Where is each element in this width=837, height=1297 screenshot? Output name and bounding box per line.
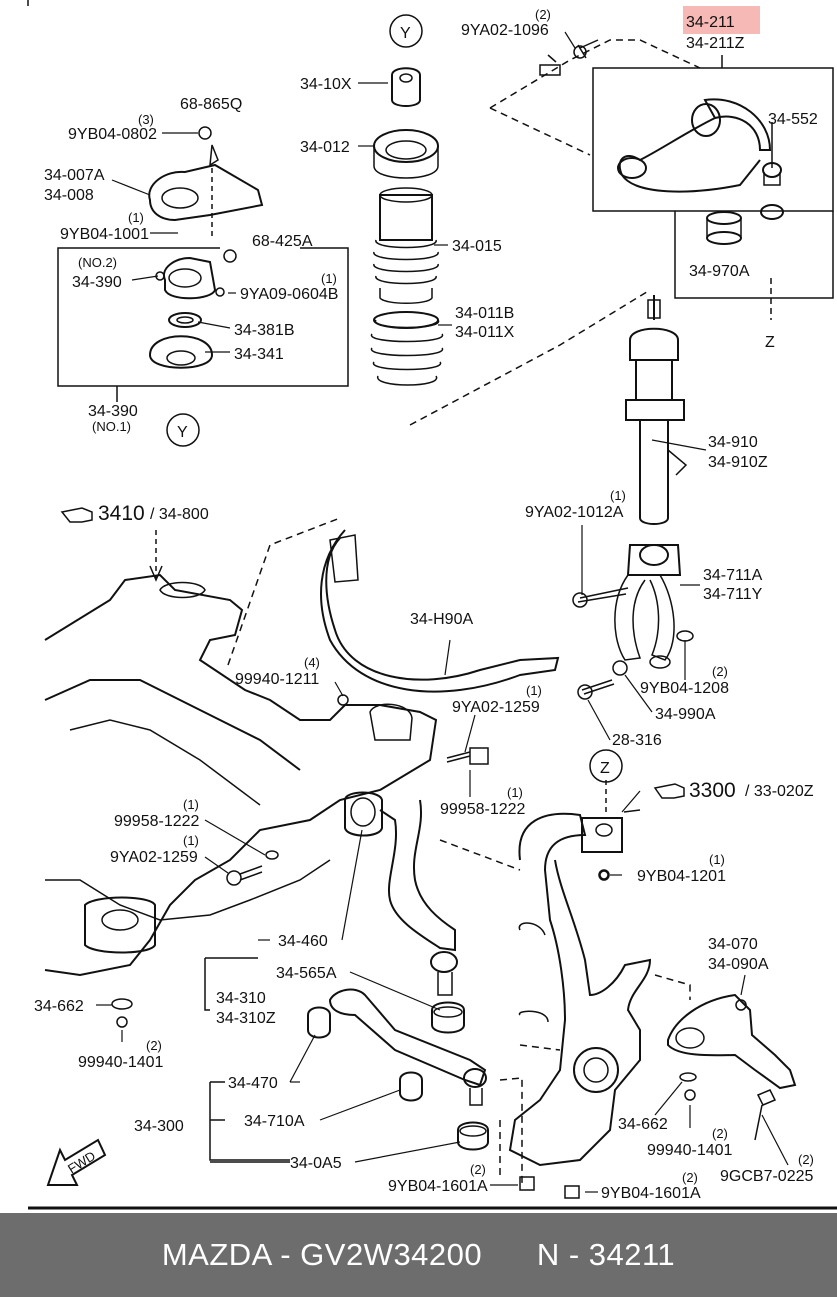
ref-33-020z: / 33-020Z	[745, 783, 814, 800]
callout-z-right: Z	[765, 334, 775, 351]
label-34-390-no2: 34-390	[72, 274, 122, 291]
label-99958-1222-right: 99958-1222	[440, 801, 526, 818]
label-34-341: 34-341	[234, 346, 284, 363]
label-99940-1401-right: 99940-1401	[647, 1142, 733, 1159]
label-28-316: 28-316	[612, 732, 662, 749]
label-34-310: 34-310	[216, 990, 266, 1007]
qty-9gcb7-0225: (2)	[798, 1152, 814, 1167]
parts-diagram: 34-211 34-211Z 34-552 34-970A (2) 9YA02-…	[27, 0, 837, 1210]
label-9yb04-1208: 9YB04-1208	[640, 680, 729, 697]
label-34-470: 34-470	[228, 1075, 278, 1092]
qty-9ya02-1259-lower: (1)	[183, 833, 199, 848]
qty-99958-1222-left: (1)	[183, 797, 199, 812]
label-9yb04-1201: 9YB04-1201	[637, 868, 726, 885]
label-34-015: 34-015	[452, 238, 502, 255]
qty-9yb04-1001: (1)	[128, 210, 144, 225]
qty-9ya02-1259-upper: (1)	[526, 683, 542, 698]
label-34-011b: 34-011B	[455, 305, 514, 322]
qty-9ya02-1012a: (1)	[610, 488, 626, 503]
label-68-865q: 68-865Q	[180, 96, 242, 113]
qty-99940-1401-right: (2)	[712, 1126, 728, 1141]
label-34-711y: 34-711Y	[703, 586, 763, 603]
label-9ya02-1012a: 9YA02-1012A	[525, 504, 624, 521]
label-34-012: 34-012	[300, 139, 350, 156]
fwd-arrow-label: FWD	[65, 1148, 98, 1176]
qty-9yb04-1208: (2)	[712, 664, 728, 679]
qty-9yb04-1201: (1)	[709, 852, 725, 867]
footer-bar: MAZDA - GV2W34200 N - 34211	[0, 1213, 837, 1297]
label-34-h90a: 34-H90A	[410, 611, 473, 628]
highlight-box	[683, 6, 760, 34]
label-34-10x: 34-10X	[300, 76, 352, 93]
qty-99940-1211: (4)	[304, 655, 320, 670]
label-9ya02-1259-lower: 9YA02-1259	[110, 849, 198, 866]
label-9yb04-1001: 9YB04-1001	[60, 226, 149, 243]
label-34-090a: 34-090A	[708, 956, 769, 973]
callout-y-top: Y	[400, 25, 411, 42]
label-34-011x: 34-011X	[455, 324, 515, 341]
label-68-425a: 68-425A	[252, 233, 313, 250]
qty-9ya02-1096: (2)	[535, 7, 551, 22]
label-9ya09-0604b: 9YA09-0604B	[240, 286, 338, 303]
pointing-hand-icon	[60, 507, 685, 799]
callout-z-mid: Z	[600, 760, 610, 777]
label-34-710a: 34-710A	[244, 1113, 305, 1130]
qty-9yb04-1601a-right: (2)	[682, 1170, 698, 1185]
label-34-460: 34-460	[278, 933, 328, 950]
qty-99958-1222-right: (1)	[507, 785, 523, 800]
label-34-990a: 34-990A	[655, 706, 716, 723]
label-9yb04-1601a-right: 9YB04-1601A	[601, 1185, 701, 1202]
label-34-381b: 34-381B	[234, 322, 295, 339]
qty-99940-1401-left: (2)	[146, 1038, 162, 1053]
label-99940-1401-left: 99940-1401	[78, 1054, 164, 1071]
label-34-310z: 34-310Z	[216, 1010, 276, 1027]
label-34-552: 34-552	[768, 111, 818, 128]
label-9yb04-1601a-left: 9YB04-1601A	[388, 1178, 488, 1195]
part-reference: MAZDA - GV2W34200 N - 34211	[161, 1237, 676, 1272]
label-34-910: 34-910	[708, 434, 758, 451]
qty-9yb04-1601a-left: (2)	[470, 1162, 486, 1177]
label-34-007a: 34-007A	[44, 167, 105, 184]
label-9ya02-1259-upper: 9YA02-1259	[452, 699, 540, 716]
label-34-300: 34-300	[134, 1118, 184, 1135]
ref-3410: 3410	[98, 502, 145, 525]
label-34-662-left: 34-662	[34, 998, 84, 1015]
label-34-008: 34-008	[44, 187, 94, 204]
ref-34-800: / 34-800	[150, 506, 209, 523]
label-no2: (NO.2)	[78, 255, 117, 270]
label-99958-1222-left: 99958-1222	[114, 813, 200, 830]
label-34-565a: 34-565A	[276, 965, 337, 982]
qty-9ya09-0604b: (1)	[321, 271, 337, 286]
label-9yb04-0802: 9YB04-0802	[68, 126, 157, 143]
ref-3300: 3300	[689, 779, 736, 802]
label-34-970a: 34-970A	[689, 263, 750, 280]
label-no1: (NO.1)	[92, 419, 131, 434]
callout-y-bottom: Y	[177, 424, 188, 441]
qty-9yb04-0802: (3)	[138, 112, 154, 127]
label-34-211: 34-211	[686, 14, 735, 31]
label-34-211z: 34-211Z	[686, 35, 745, 52]
label-34-070: 34-070	[708, 936, 758, 953]
label-99940-1211: 99940-1211	[235, 671, 319, 688]
label-34-0a5: 34-0A5	[290, 1155, 342, 1172]
label-9ya02-1096: 9YA02-1096	[461, 22, 549, 39]
label-34-662-right: 34-662	[618, 1116, 668, 1133]
label-34-390-no1: 34-390	[88, 403, 138, 420]
label-34-910z: 34-910Z	[708, 454, 768, 471]
label-34-711a: 34-711A	[703, 567, 763, 584]
label-9gcb7-0225: 9GCB7-0225	[720, 1168, 813, 1185]
